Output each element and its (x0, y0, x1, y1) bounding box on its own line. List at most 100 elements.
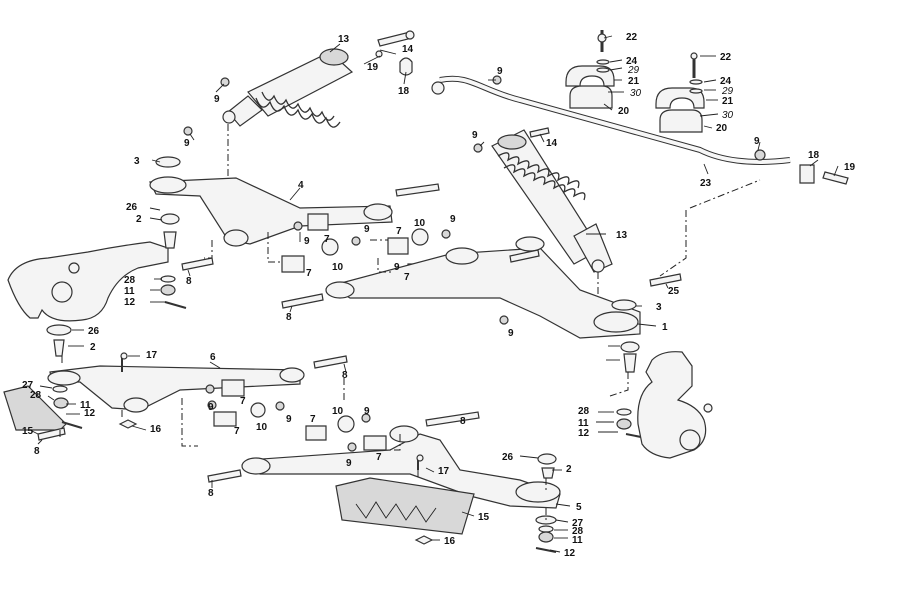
callout-11: 11 (572, 535, 583, 546)
stabilizer-clamp-left (565, 30, 615, 109)
mount-fittings-top (375, 30, 502, 85)
callout-labels: 13 14 19 18 9 9 9 22 24 29 21 30 20 22 2… (22, 32, 856, 559)
callout-2: 2 (136, 214, 142, 225)
callout-29: 29 (721, 86, 734, 97)
callout-3: 3 (656, 302, 662, 313)
callout-9: 9 (508, 328, 514, 339)
callout-28: 28 (124, 275, 136, 286)
callout-9: 9 (394, 262, 400, 273)
callout-26: 26 (126, 202, 138, 213)
callout-19: 19 (367, 62, 379, 73)
callout-17: 17 (146, 350, 158, 361)
callout-10: 10 (332, 262, 344, 273)
callout-10: 10 (256, 422, 268, 433)
callout-4: 4 (298, 180, 304, 191)
callout-7: 7 (324, 234, 330, 245)
callout-7: 7 (404, 272, 410, 283)
callout-16: 16 (444, 536, 456, 547)
callout-26: 26 (88, 326, 100, 337)
callout-20: 20 (716, 123, 728, 134)
upper-arm-lower-left (47, 352, 348, 413)
lower-arm-right (281, 236, 682, 339)
stabilizer-bar (431, 75, 849, 185)
hardware-center-column (535, 453, 557, 553)
callout-7: 7 (396, 226, 402, 237)
callout-10: 10 (414, 218, 426, 229)
callout-9: 9 (286, 414, 292, 425)
callout-9: 9 (184, 138, 190, 149)
leader-lines (29, 35, 839, 553)
callout-30: 30 (722, 110, 734, 121)
callout-8: 8 (286, 312, 292, 323)
callout-5: 5 (576, 502, 582, 513)
callout-23: 23 (700, 178, 712, 189)
callout-13: 13 (338, 34, 350, 45)
callout-13: 13 (616, 230, 628, 241)
callout-15: 15 (22, 426, 34, 437)
hardware-left-column (46, 213, 214, 357)
callout-28: 28 (572, 526, 584, 537)
callout-18: 18 (808, 150, 820, 161)
steering-knuckle-left (7, 241, 169, 322)
callout-3: 3 (134, 156, 140, 167)
callout-21: 21 (628, 76, 640, 87)
callout-22: 22 (720, 52, 732, 63)
callout-17: 17 (438, 466, 450, 477)
callout-24: 24 (626, 56, 638, 67)
skid-plate-center (335, 477, 475, 545)
callout-27: 27 (22, 380, 34, 391)
callout-22: 22 (626, 32, 638, 43)
callout-9: 9 (364, 224, 370, 235)
callout-7: 7 (234, 426, 240, 437)
callout-9: 9 (346, 458, 352, 469)
callout-16: 16 (150, 424, 162, 435)
callout-8: 8 (34, 446, 40, 457)
shock-absorber-right (473, 127, 613, 273)
callout-20: 20 (618, 106, 630, 117)
hardware-right-column (616, 341, 647, 439)
callout-9: 9 (364, 406, 370, 417)
callout-9: 9 (214, 94, 220, 105)
callout-28: 28 (578, 406, 590, 417)
callout-25: 25 (668, 286, 680, 297)
skid-plate-left (3, 385, 138, 441)
callout-8: 8 (342, 370, 348, 381)
callout-30: 30 (630, 88, 642, 99)
callout-2: 2 (90, 342, 96, 353)
callout-1: 1 (662, 322, 668, 333)
bushing-group-lower (205, 379, 387, 452)
callout-7: 7 (306, 268, 312, 279)
callout-9: 9 (450, 214, 456, 225)
callout-11: 11 (80, 400, 91, 411)
callout-12: 12 (578, 428, 590, 439)
callout-27: 27 (572, 518, 584, 529)
callout-18: 18 (398, 86, 410, 97)
callout-8: 8 (460, 416, 466, 427)
steering-knuckle-right (637, 351, 713, 459)
callout-7: 7 (310, 414, 316, 425)
callout-21: 21 (722, 96, 734, 107)
assembly-lines (59, 124, 761, 520)
lower-arm-center (207, 411, 561, 509)
callout-28: 28 (30, 390, 42, 401)
callout-12: 12 (564, 548, 576, 559)
callout-14: 14 (546, 138, 558, 149)
callout-15: 15 (478, 512, 490, 523)
callout-9: 9 (472, 130, 478, 141)
callout-12: 12 (124, 297, 136, 308)
callout-29: 29 (627, 65, 640, 76)
callout-9: 9 (304, 236, 310, 247)
callout-24: 24 (720, 76, 732, 87)
callout-26: 26 (502, 452, 514, 463)
callout-10: 10 (332, 406, 344, 417)
callout-19: 19 (844, 162, 856, 173)
callout-12: 12 (84, 408, 96, 419)
callout-6: 6 (210, 352, 216, 363)
callout-7: 7 (240, 396, 246, 407)
stabilizer-clamp-right (655, 52, 705, 133)
callout-8: 8 (186, 276, 192, 287)
callout-11: 11 (578, 418, 589, 429)
callout-2: 2 (566, 464, 572, 475)
callout-8: 8 (208, 488, 214, 499)
